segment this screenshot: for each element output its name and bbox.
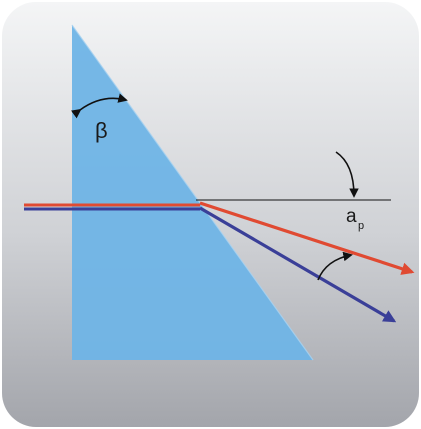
apex-angle-label: β [95, 118, 108, 143]
deviation-angle-label: a [346, 206, 357, 227]
blue-ray-arrow [199, 206, 397, 323]
apex-angle-arrow-icon [70, 93, 128, 119]
red-ray-arrow [199, 201, 415, 275]
curved-angle-arrow-icon [335, 151, 359, 198]
deviation-angle-subscript: p [358, 220, 364, 232]
prism-hypotenuse-edge [71, 24, 314, 361]
lower-angle-arrow-icon [317, 251, 353, 281]
